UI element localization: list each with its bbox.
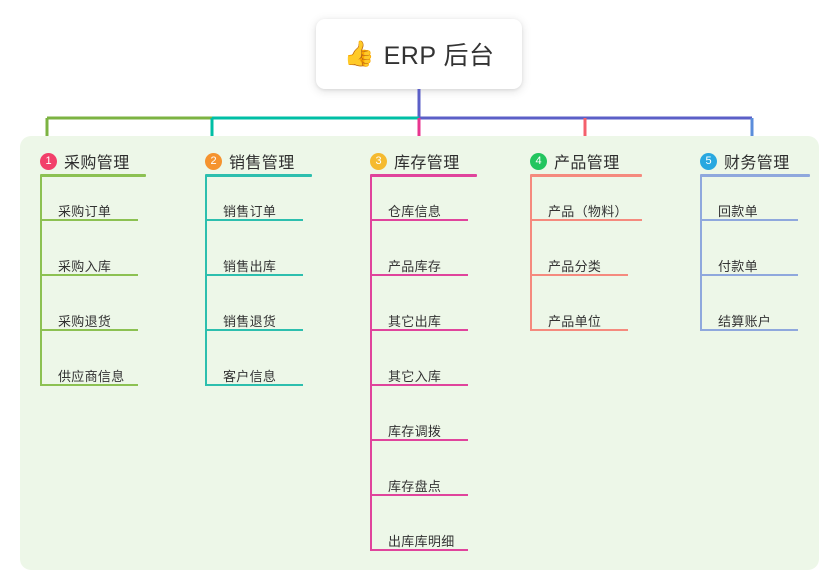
leaf-item[interactable]: 采购退货 [58, 314, 112, 329]
leaf-item-rule [370, 274, 468, 276]
column-header-rule [40, 174, 146, 177]
leaf-item[interactable]: 结算账户 [718, 314, 772, 329]
leaf-item-rule [370, 439, 468, 441]
branch-column-销售管理: 2 销售管理销售订单销售出库销售退货客户信息 [205, 136, 375, 570]
column-spine [205, 176, 207, 386]
column-header-rule [370, 174, 477, 177]
leaf-item[interactable]: 仓库信息 [388, 204, 442, 219]
leaf-item[interactable]: 采购入库 [58, 259, 112, 274]
leaf-item[interactable]: 销售出库 [223, 259, 277, 274]
leaf-item-rule [40, 384, 138, 386]
leaf-item-rule [530, 219, 642, 221]
leaf-item-rule [205, 329, 303, 331]
leaf-item-rule [40, 329, 138, 331]
leaf-item-rule [205, 384, 303, 386]
root-node-card[interactable]: 👍 ERP 后台 [316, 19, 522, 89]
column-header-rule [530, 174, 642, 177]
leaf-item-rule [40, 219, 138, 221]
leaf-item-rule [700, 329, 798, 331]
leaf-item-rule [370, 329, 468, 331]
column-index-badge: 5 [700, 152, 717, 170]
leaf-item-rule [370, 384, 468, 386]
leaf-item[interactable]: 采购订单 [58, 204, 112, 219]
column-title: 采购管理 [64, 155, 130, 172]
leaf-item[interactable]: 产品（物料） [548, 204, 628, 219]
leaf-item-rule [530, 274, 628, 276]
branch-column-库存管理: 3 库存管理仓库信息产品库存其它出库其它入库库存调拨库存盘点出库库明细 [370, 136, 540, 570]
leaf-item-rule [40, 274, 138, 276]
column-header-采购管理[interactable]: 1 采购管理 [40, 149, 130, 173]
leaf-item[interactable]: 库存调拨 [388, 424, 442, 439]
column-title: 销售管理 [229, 155, 295, 172]
leaf-item[interactable]: 产品库存 [388, 259, 442, 274]
column-spine [700, 176, 702, 331]
column-header-rule [205, 174, 312, 177]
leaf-item-rule [370, 549, 468, 551]
leaf-item[interactable]: 销售退货 [223, 314, 277, 329]
column-header-rule [700, 174, 810, 177]
leaf-item-rule [530, 329, 628, 331]
column-index-badge: 1 [40, 152, 57, 170]
leaf-item-rule [370, 494, 468, 496]
leaf-item-rule [205, 274, 303, 276]
leaf-item[interactable]: 其它入库 [388, 369, 442, 384]
leaf-item[interactable]: 出库库明细 [388, 534, 455, 549]
page-title: ERP 后台 [383, 42, 495, 70]
leaf-item[interactable]: 供应商信息 [58, 369, 125, 384]
leaf-item[interactable]: 产品单位 [548, 314, 602, 329]
branch-column-财务管理: 5 财务管理回款单付款单结算账户 [700, 136, 839, 570]
leaf-item-rule [700, 219, 798, 221]
column-title: 产品管理 [554, 155, 620, 172]
column-header-财务管理[interactable]: 5 财务管理 [700, 149, 790, 173]
leaf-item[interactable]: 销售订单 [223, 204, 277, 219]
branch-column-采购管理: 1 采购管理采购订单采购入库采购退货供应商信息 [40, 136, 210, 570]
leaf-item-rule [700, 274, 798, 276]
branch-column-产品管理: 4 产品管理产品（物料） 产品分类产品单位 [530, 136, 700, 570]
leaf-item[interactable]: 库存盘点 [388, 479, 442, 494]
column-spine [370, 176, 372, 551]
leaf-item[interactable]: 客户信息 [223, 369, 277, 384]
column-spine [530, 176, 532, 331]
leaf-item-rule [205, 219, 303, 221]
column-title: 财务管理 [724, 155, 790, 172]
thumbs-up-icon: 👍 [343, 39, 375, 68]
leaf-item-rule [370, 219, 468, 221]
column-header-销售管理[interactable]: 2 销售管理 [205, 149, 295, 173]
leaf-item[interactable]: 其它出库 [388, 314, 442, 329]
content-panel [20, 136, 819, 570]
column-spine [40, 176, 42, 386]
column-index-badge: 4 [530, 152, 547, 170]
leaf-item[interactable]: 付款单 [718, 259, 758, 274]
leaf-item[interactable]: 产品分类 [548, 259, 602, 274]
column-title: 库存管理 [394, 155, 460, 172]
column-index-badge: 2 [205, 152, 222, 170]
column-header-库存管理[interactable]: 3 库存管理 [370, 149, 460, 173]
leaf-item[interactable]: 回款单 [718, 204, 758, 219]
branch-columns: 1 采购管理采购订单采购入库采购退货供应商信息 2 销售管理销售订单销售出库销售退货客… [20, 136, 819, 570]
column-index-badge: 3 [370, 152, 387, 170]
column-header-产品管理[interactable]: 4 产品管理 [530, 149, 620, 173]
